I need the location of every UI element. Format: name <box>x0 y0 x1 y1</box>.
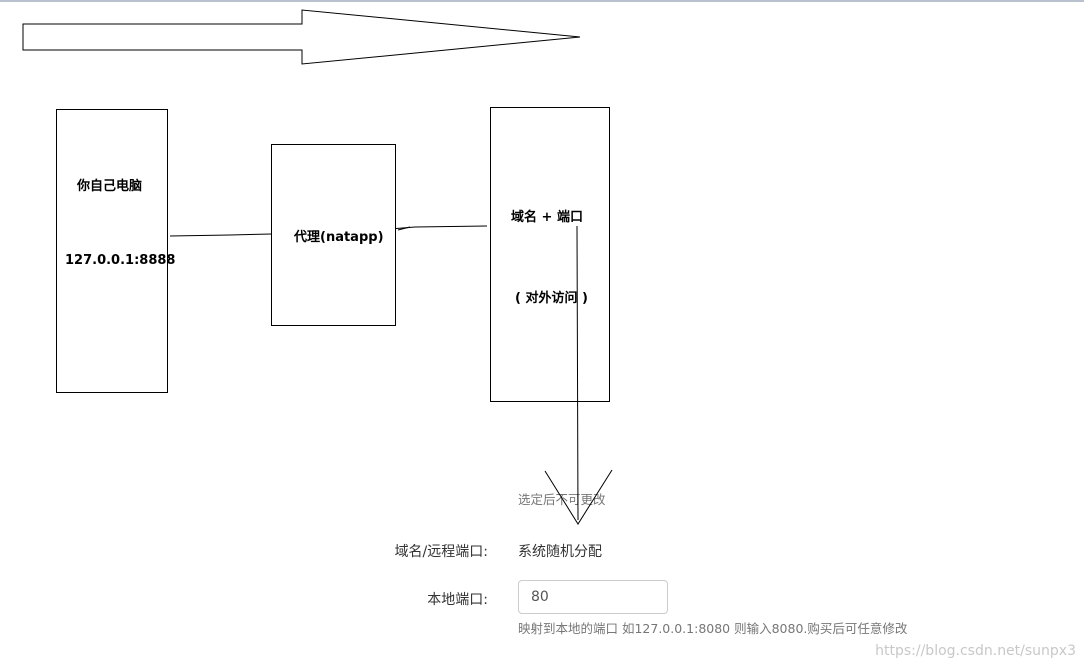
local-port-hint: 映射到本地的端口 如127.0.0.1:8080 则输入8080.购买后可任意修… <box>518 621 908 636</box>
connector-proxy-domain <box>389 225 488 230</box>
domain-port-label: 域名/远程端口: <box>394 544 488 560</box>
computer-box-title: 你自己电脑 <box>77 179 143 194</box>
top-right-arrow-shape <box>22 9 581 65</box>
domain-box-subtitle: ( 对外访问 ) <box>515 291 588 306</box>
connector-computer-proxy <box>169 233 273 237</box>
proxy-box-title: 代理(natapp) <box>294 230 384 245</box>
watermark-text: https://blog.csdn.net/sunpx3 <box>875 643 1076 659</box>
down-arrowhead <box>544 469 613 525</box>
proxy-box <box>271 144 396 326</box>
computer-box-address: 127.0.0.1:8888 <box>65 253 176 268</box>
down-arrow-shaft <box>576 225 579 521</box>
domain-port-value: 系统随机分配 <box>518 544 602 560</box>
domain-box <box>490 107 610 402</box>
top-border-line <box>0 0 1084 2</box>
local-port-label: 本地端口: <box>427 592 488 608</box>
lock-hint-text: 选定后不可更改 <box>518 492 606 507</box>
connector-tick <box>397 226 411 231</box>
computer-box <box>56 109 168 393</box>
local-port-input[interactable] <box>518 580 668 614</box>
domain-box-title: 域名 + 端口 <box>511 210 583 225</box>
